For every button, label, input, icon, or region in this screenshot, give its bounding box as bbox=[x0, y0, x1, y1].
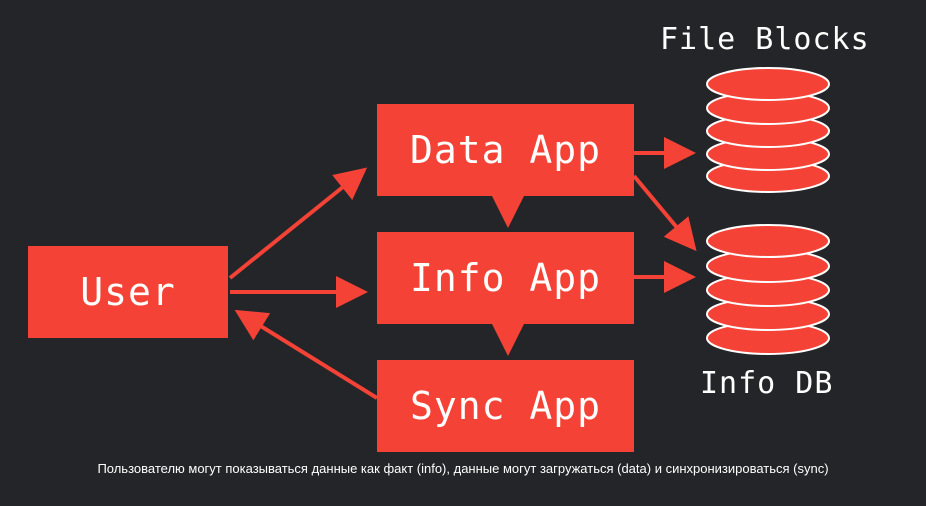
sync-app-node-label: Sync App bbox=[409, 384, 602, 428]
sync-app-node: Sync App bbox=[377, 360, 634, 452]
info-db-icon bbox=[706, 224, 830, 355]
diagram-caption: Пользователю могут показываться данные к… bbox=[97, 461, 829, 476]
arrow-user-to-data-app bbox=[228, 167, 368, 280]
data-app-node-label: Data App bbox=[409, 128, 602, 172]
user-node-label: User bbox=[80, 270, 176, 314]
info-app-node: Info App bbox=[377, 232, 634, 324]
file-blocks-label: File Blocks bbox=[660, 22, 870, 57]
arrow-sync-app-to-user bbox=[234, 309, 379, 400]
data-app-node: Data App bbox=[377, 104, 634, 196]
user-node: User bbox=[28, 246, 228, 338]
arrow-data-app-to-info-db bbox=[632, 174, 697, 252]
info-db-label: Info DB bbox=[700, 366, 834, 401]
file-blocks-db-icon bbox=[706, 67, 830, 193]
info-app-node-label: Info App bbox=[409, 256, 602, 300]
